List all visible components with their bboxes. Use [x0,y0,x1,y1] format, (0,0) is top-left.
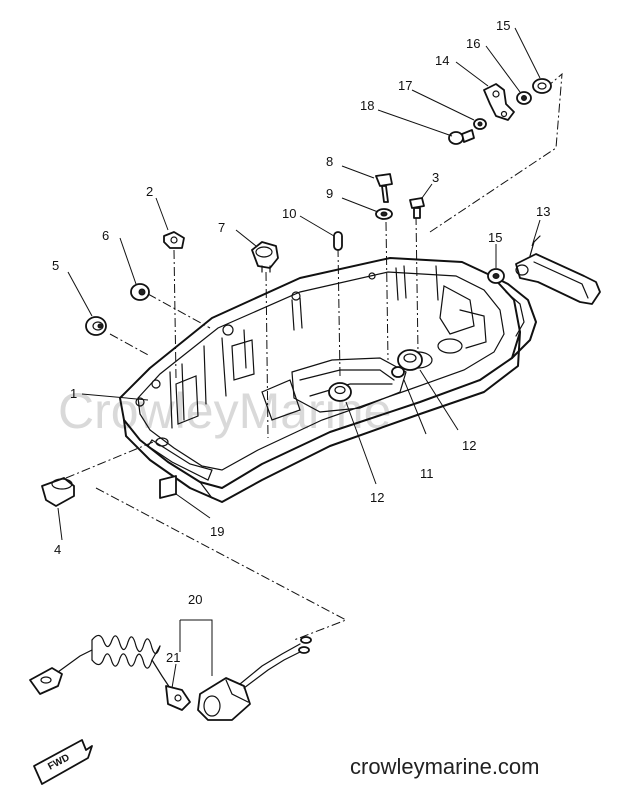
leader-lines [57,27,541,689]
callout-15-side: 15 [488,230,502,245]
part-12-grommet-center [328,382,352,402]
callout-14: 14 [435,53,449,68]
callout-15-top: 15 [496,18,510,33]
part-10-pin [333,231,343,251]
callout-16: 16 [466,36,480,51]
callout-7: 7 [218,220,225,235]
part-11-collar [391,366,405,378]
callout-20: 20 [188,592,202,607]
part-2-clip [163,231,185,249]
part-7-plug [251,241,279,273]
part-12-grommet-right [397,349,423,371]
callout-5: 5 [52,258,59,273]
callout-12-right: 12 [462,438,476,453]
part-15-nut-side [487,268,505,284]
callout-4: 4 [54,542,61,557]
part-19-label [159,475,177,499]
callout-10: 10 [282,206,296,221]
callout-11: 11 [420,466,434,481]
part-20-21-stop-switch [29,634,312,721]
callout-6: 6 [102,228,109,243]
part-6-grommet [130,283,150,301]
part-8-bolt [375,173,393,203]
callout-2: 2 [146,184,153,199]
part-17-washer [473,118,487,130]
callout-21: 21 [166,650,180,665]
fwd-direction-tag: FWD [33,739,93,785]
part-14-bracket [483,83,515,121]
callout-12-center: 12 [370,490,384,505]
callout-3: 3 [432,170,439,185]
site-url-text: crowleymarine.com [350,754,540,779]
callout-8: 8 [326,154,333,169]
part-13-lever [515,235,601,305]
part-18-screw [448,129,475,145]
part-15-nut-top [532,78,552,94]
assembly-lines [65,72,563,641]
callout-18: 18 [360,98,374,113]
bottom-cowling [119,257,537,503]
callout-9: 9 [326,186,333,201]
part-4-grommet [41,477,75,507]
callout-labels: 15 16 14 17 18 8 3 9 2 10 13 7 6 15 5 1 … [52,18,550,665]
part-9-washer [375,208,393,220]
callout-1: 1 [70,386,77,401]
callout-19: 19 [210,524,224,539]
part-16-washer [516,91,532,105]
callout-17: 17 [398,78,412,93]
part-5-grommet [85,316,107,336]
callout-13: 13 [536,204,550,219]
part-3-screw [409,197,425,219]
